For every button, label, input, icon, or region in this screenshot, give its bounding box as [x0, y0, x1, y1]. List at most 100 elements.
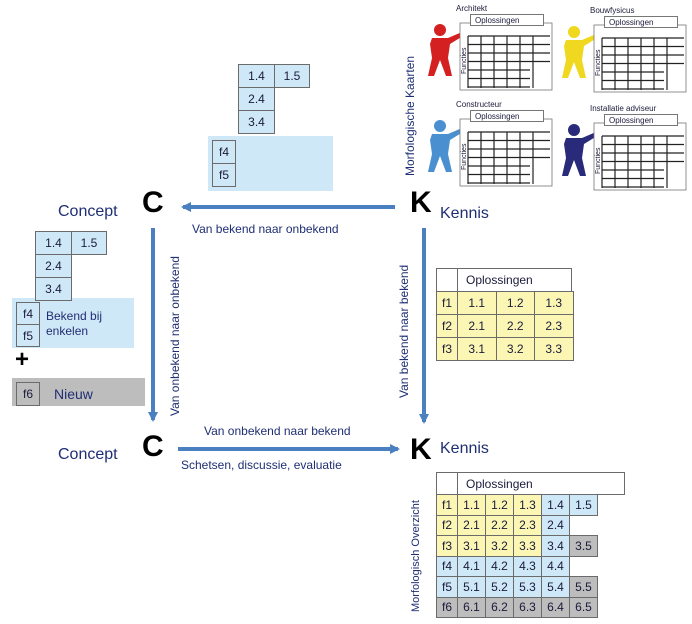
overview-row-label: f3 [436, 535, 458, 557]
overview-cell: 4.2 [485, 555, 514, 577]
top-concept-f4: f4 [212, 140, 236, 164]
morph-card-row-label: Functies [595, 147, 602, 174]
overview-cell: 4.3 [513, 555, 542, 577]
left-concept-cell: 1.5 [71, 231, 107, 255]
kennis-bottom-label: Kennis [440, 440, 489, 457]
knowledge-cell: 1.2 [495, 291, 535, 315]
knowledge-row-label: f2 [436, 314, 458, 338]
overview-corner [436, 472, 458, 495]
person-icon [428, 24, 463, 76]
arrow-right-label: Van bekend naar bekend [397, 264, 411, 398]
known-by-few-label: Bekend bij enkelen [46, 309, 103, 338]
left-concept-f6: f6 [16, 382, 40, 406]
concept-top-label: Concept [58, 203, 118, 220]
overview-cell: 1.4 [541, 494, 570, 516]
overview-row-label: f2 [436, 514, 458, 536]
knowledge-corner [436, 268, 458, 292]
overview-cell: 3.3 [513, 535, 542, 557]
knowledge-cell: 2.1 [457, 314, 497, 338]
overview-cell: 3.4 [541, 535, 570, 557]
overview-row-label: f4 [436, 555, 458, 577]
knowledge-row-label: f1 [436, 291, 458, 315]
top-concept-cell: 1.4 [238, 64, 275, 88]
morph-card-header: Oplossingen [470, 110, 544, 122]
knowledge-cell: 1.1 [457, 291, 497, 315]
knowledge-cell: 3.3 [534, 337, 574, 361]
person-icon [562, 26, 597, 78]
morph-card-title: Bouwfysicus [590, 6, 635, 15]
overview-cell: 2.3 [513, 514, 542, 536]
overview-row-label: f6 [436, 596, 458, 618]
overview-cell: 3.5 [569, 535, 598, 557]
overview-cell: 6.4 [541, 596, 570, 618]
morph-card-header: Oplossingen [604, 16, 678, 28]
left-concept-cell: 2.4 [35, 254, 72, 278]
top-concept-cell: 1.5 [274, 64, 310, 88]
kennis-top-label: Kennis [440, 205, 489, 222]
knowledge-cell: 2.3 [534, 314, 574, 338]
morph-card-row-label: Functies [461, 143, 468, 170]
kennis-top-letter: K [410, 186, 432, 219]
left-concept-cell: 3.4 [35, 277, 72, 301]
overview-header: Oplossingen [457, 472, 625, 495]
overview-cell: 2.1 [457, 514, 486, 536]
knowledge-cell: 2.2 [495, 314, 535, 338]
morph-card-drawing [428, 22, 553, 91]
arrow-top-label: Van bekend naar onbekend [192, 222, 339, 236]
overview-cell: 3.2 [485, 535, 514, 557]
overview-cell: 4.4 [541, 555, 570, 577]
overview-cell: 2.2 [485, 514, 514, 536]
overview-cell: 5.5 [569, 576, 598, 598]
morph-card-row-label: Functies [461, 47, 468, 74]
top-concept-f5: f5 [212, 163, 236, 187]
knowledge-row-label: f3 [436, 337, 458, 361]
overview-row-label: f5 [436, 576, 458, 598]
person-icon [562, 124, 597, 176]
top-concept-cell: 2.4 [238, 87, 275, 111]
overview-cell: 1.5 [569, 494, 598, 516]
knowledge-header: Oplossingen [457, 268, 572, 292]
concept-top-letter: C [142, 186, 164, 219]
concept-bottom-letter: C [142, 430, 164, 463]
overview-cell: 6.2 [485, 596, 514, 618]
morph-card-title: Installatie adviseur [590, 104, 657, 113]
kennis-bottom-letter: K [410, 433, 432, 466]
overview-cell: 1.3 [513, 494, 542, 516]
concept-bottom-label: Concept [58, 446, 118, 463]
morph-maps-side-label: Morfologische Kaarten [403, 55, 417, 176]
arrow-bottom-label-above: Van onbekend naar bekend [204, 424, 351, 438]
overview-cell: 5.2 [485, 576, 514, 598]
morph-card-drawing [562, 122, 687, 191]
overview-cell: 1.2 [485, 494, 514, 516]
new-label: Nieuw [54, 386, 93, 402]
left-concept-f5: f5 [16, 324, 40, 347]
left-concept-cell: 1.4 [35, 231, 72, 255]
knowledge-cell: 3.2 [495, 337, 535, 361]
overview-cell: 5.3 [513, 576, 542, 598]
left-concept-f4: f4 [16, 302, 40, 325]
top-concept-cell: 3.4 [238, 110, 275, 134]
overview-side-label: Morfologisch Overzicht [410, 500, 422, 612]
morph-card-title: Architekt [456, 4, 488, 13]
morph-card-title: Constructeur [456, 100, 502, 109]
morph-card-row-label: Functies [595, 49, 602, 76]
morph-card-header: Oplossingen [604, 114, 678, 126]
overview-cell: 2.4 [541, 514, 570, 536]
person-icon [428, 120, 463, 172]
arrow-left-label: Van onbekend naar onbekend [168, 256, 182, 416]
arrow-bottom-label-below: Schetsen, discussie, evaluatie [181, 458, 342, 472]
overview-cell: 6.1 [457, 596, 486, 618]
knowledge-cell: 1.3 [534, 291, 574, 315]
morph-card-drawing [428, 118, 553, 187]
knowledge-cell: 3.1 [457, 337, 497, 361]
overview-cell: 1.1 [457, 494, 486, 516]
overview-cell: 6.3 [513, 596, 542, 618]
plus-sign: + [15, 346, 30, 373]
overview-cell: 5.1 [457, 576, 486, 598]
overview-cell: 5.4 [541, 576, 570, 598]
